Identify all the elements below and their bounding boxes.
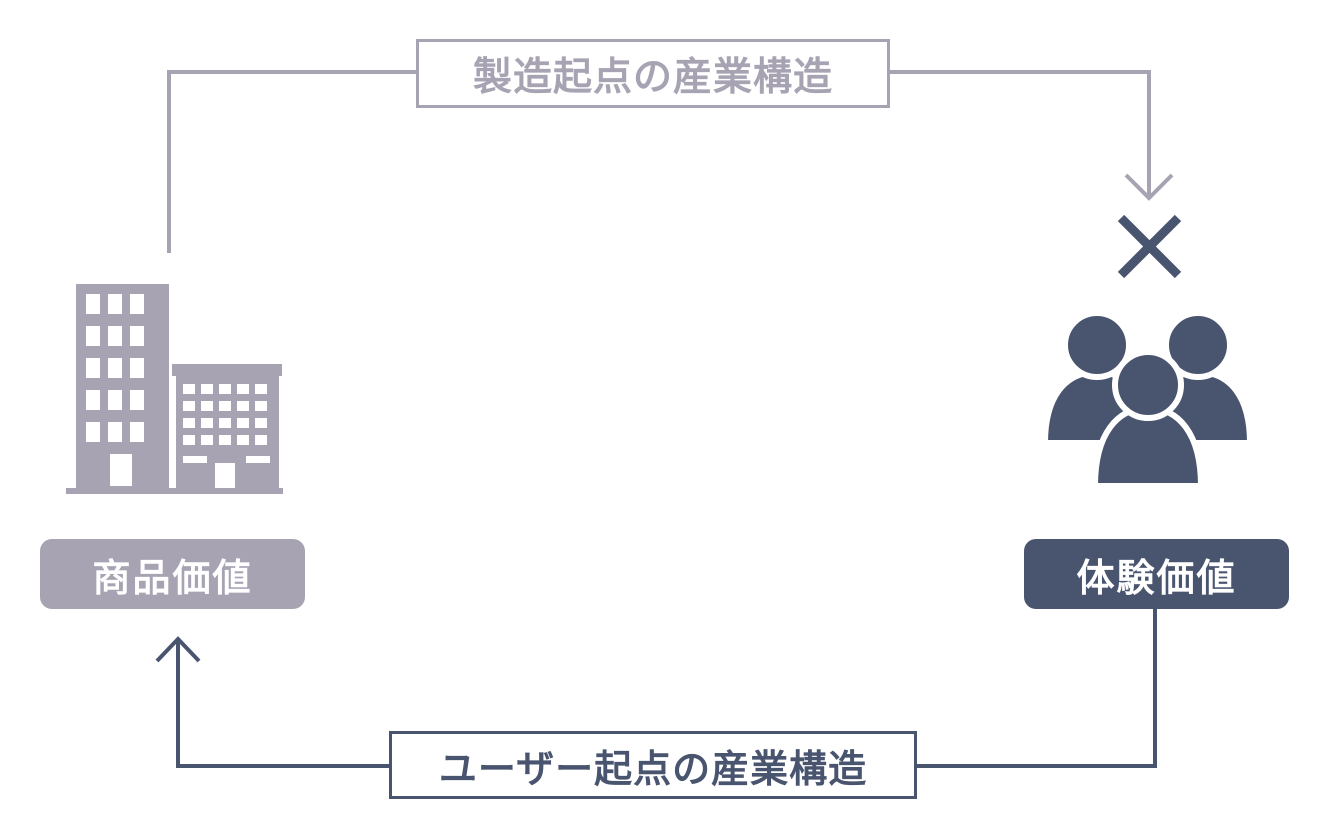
people-group-icon bbox=[1041, 310, 1254, 489]
arrow-down-icon bbox=[1124, 173, 1174, 201]
arrow-up-icon bbox=[155, 636, 201, 663]
manufacturing-flow-line-right bbox=[890, 70, 1151, 196]
user-flow-connector bbox=[155, 609, 1157, 768]
user-flow-line-left bbox=[176, 640, 389, 768]
product-value-label: 商品価値 bbox=[40, 539, 305, 609]
user-flow-label: ユーザー起点の産業構造 bbox=[389, 731, 917, 799]
buildings-icon bbox=[66, 284, 283, 494]
manufacturing-flow-line-left bbox=[167, 70, 416, 253]
cross-mark-icon bbox=[1117, 214, 1182, 279]
manufacturing-flow-connector bbox=[167, 70, 1174, 253]
experience-value-label: 体験価値 bbox=[1024, 539, 1289, 609]
manufacturing-flow-label: 製造起点の産業構造 bbox=[416, 39, 890, 108]
user-flow-line-right bbox=[917, 609, 1157, 768]
